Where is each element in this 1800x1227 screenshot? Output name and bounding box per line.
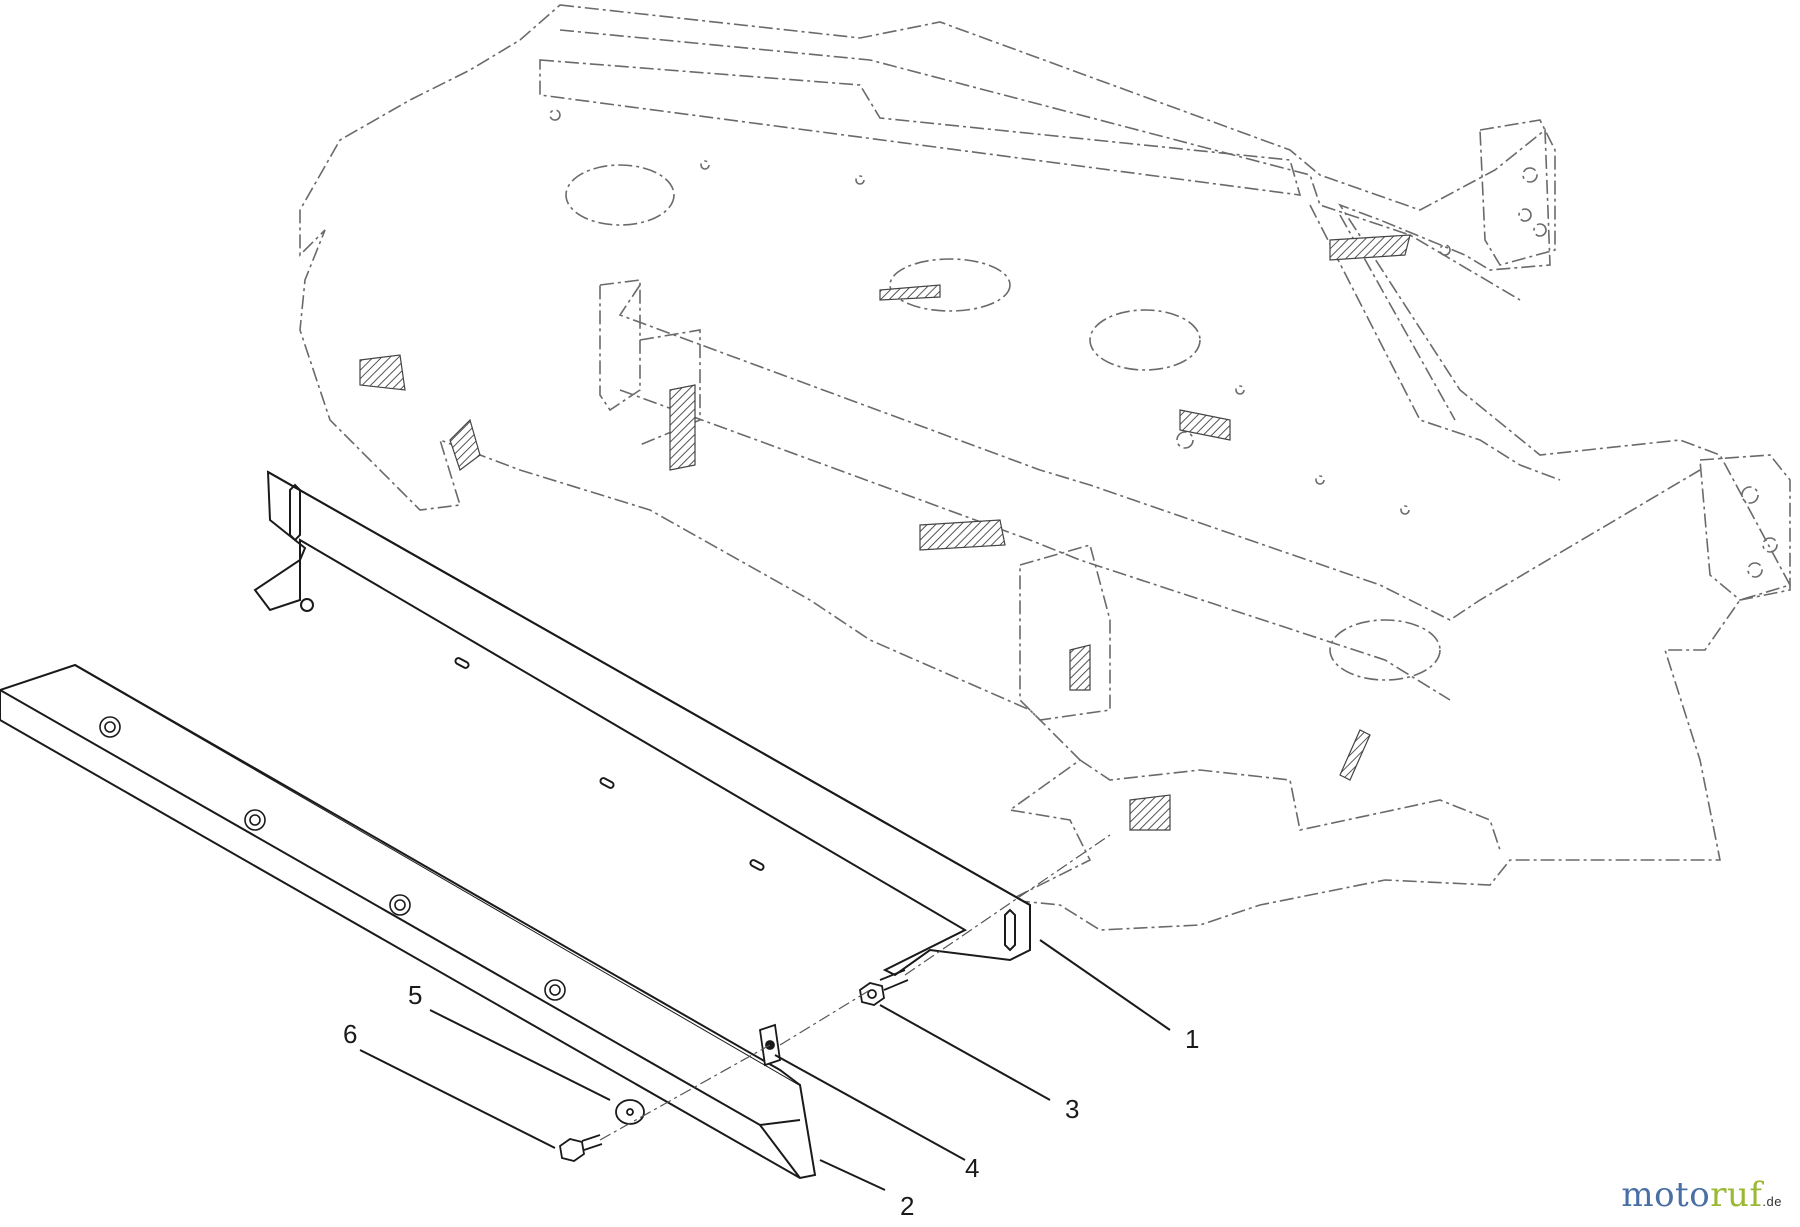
callout-3: 3 — [1065, 1094, 1079, 1124]
watermark-logo: motoruf.de — [1621, 1175, 1782, 1215]
watermark-part-b: ruf — [1710, 1175, 1763, 1215]
callout-5: 5 — [408, 980, 422, 1010]
bolt-part-6 — [559, 1134, 603, 1162]
callout-2: 2 — [900, 1191, 914, 1221]
leader-lines — [359, 939, 1171, 1191]
watermark-part-a: moto — [1621, 1175, 1711, 1215]
callout-6: 6 — [343, 1019, 357, 1049]
mower-deck — [299, 4, 1792, 931]
callout-1: 1 — [1185, 1024, 1199, 1054]
assembly-centerlines — [599, 834, 1111, 1141]
baffle-bar — [0, 663, 817, 1180]
watermark-suffix: .de — [1762, 1194, 1782, 1209]
washer-part-5 — [615, 1099, 645, 1125]
flange-bolt-part-3 — [859, 969, 909, 1006]
baffle-plate — [253, 470, 1031, 977]
callout-4: 4 — [965, 1153, 979, 1183]
deck-hatch-details — [359, 234, 1411, 831]
